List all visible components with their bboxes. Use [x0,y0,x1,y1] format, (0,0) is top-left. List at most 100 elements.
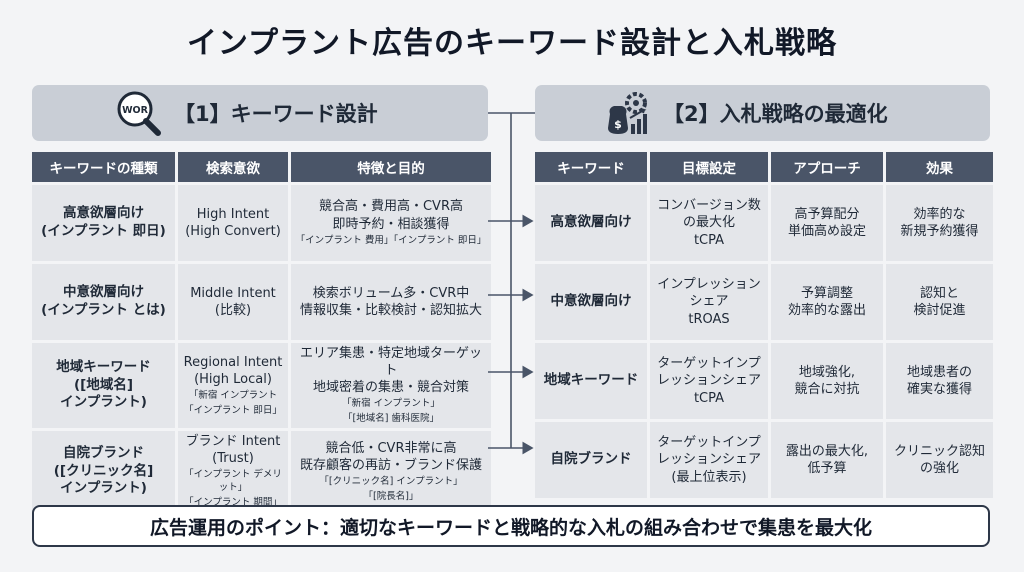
search-intent-text: Regional Intent [183,354,283,370]
effect-text: の強化 [919,461,959,476]
keyword-type-cell: 高意欲層向け(インプラント 即日) [32,185,175,261]
keyword-type-text: 中意欲層向け [63,284,144,301]
keyword-type-cell: 地域キーワード([地域名]インプラント) [32,343,175,429]
goal-text: ターゲットインプ [657,435,761,451]
feature-text: 情報収集・比較検討・認知拡大 [299,303,482,318]
effect-cell: 地域患者の確実な獲得 [886,343,993,419]
feature-text: 即時予約・相談獲得 [332,216,450,232]
search-intent-cell: ブランド Intent(Trust)「インプラント デメリット」「インプラント … [178,431,288,512]
feature-text: 競合高・費用高・CVR高 [318,199,463,215]
search-intent-cell: Middle Intent (比較) [178,264,288,340]
goal-text: tCPA [693,232,725,248]
effect-cell: 効率的な新規予約獲得 [886,185,993,261]
col-features: 特徴と目的 [291,152,491,182]
feature-text: エリア集患・特定地域ターゲット [299,346,482,379]
effect-text: クリニック認知 [893,443,985,459]
money-gear-icon: $ [601,87,653,139]
keyword-type-text: 高意欲層向け [63,205,144,222]
search-intent-text: (比較) [214,303,252,318]
keyword-design-header: WOR 【1】キーワード設計 [32,85,488,141]
keyword-type-text: ([地域名] [73,376,133,393]
example-keyword-text: 「[院長名]」 [363,490,419,502]
bid-strategy-title: 【2】入札戦略の最適化 [663,102,888,126]
goal-text: シェア [689,294,729,310]
approach-text: 地域強化, [798,364,856,380]
search-intent-cell: High Intent (High Convert) [178,185,288,261]
example-keyword-text: 「新宿 インプラント [188,389,278,401]
features-cell: 検索ボリューム多・CVR中情報収集・比較検討・認知拡大 [291,264,491,340]
effect-text: 新規予約獲得 [900,224,979,239]
strategy-keyword-text: 高意欲層向け [550,214,632,231]
feature-text: 検索ボリューム多・CVR中 [312,285,470,301]
search-intent-text: (High Convert) [185,224,281,239]
feature-text: 地域密着の集患・競合対策 [312,380,469,396]
keyword-type-text: インプラント) [60,394,147,411]
approach-text: 競合に対抗 [794,382,860,397]
col-effect: 効果 [886,152,993,182]
effect-cell: 認知と検討促進 [886,264,993,340]
svg-text:$: $ [614,118,622,131]
keyword-type-text: インプラント) [60,480,147,497]
goal-text: ターゲットインプ [657,356,761,372]
strategy-keyword-cell: 地域キーワード [535,343,647,419]
goal-text: コンバージョン数 [657,198,761,214]
effect-cell: クリニック認知の強化 [886,422,993,498]
approach-text: 高予算配分 [794,206,860,222]
goal-cell: ターゲットインプレッションシェア(最上位表示) [650,422,768,498]
strategy-keyword-text: 地域キーワード [543,372,639,389]
keyword-type-text: 自院ブランド [63,444,144,461]
strategy-keyword-cell: 中意欲層向け [535,264,647,340]
page-title: インプラント広告のキーワード設計と入札戦略 [186,26,838,61]
feature-text: 競合低・CVR非常に高 [325,440,457,456]
features-cell: 競合低・CVR非常に高既存顧客の再訪・ブランド保護「[クリニック名] インプラン… [291,431,491,512]
col-search-intent: 検索意欲 [178,152,288,182]
example-keyword-text: 「新宿 インプラント」 [342,398,440,410]
keyword-row: 自院ブランド([クリニック名]インプラント)ブランド Intent(Trust)… [32,431,491,512]
col-keyword-type: キーワードの種類 [32,152,175,182]
strategy-row: 自院ブランドターゲットインプレッションシェア(最上位表示)露出の最大化,低予算ク… [535,422,993,498]
example-keyword-text: 「[クリニック名] インプラント」 [319,475,463,487]
goal-text: の最大化 [682,215,735,231]
col-goal: 目標設定 [650,152,768,182]
goal-text: レッションシェア [656,452,761,468]
approach-text: 単価高め設定 [787,224,866,239]
approach-text: 露出の最大化, [785,443,869,459]
approach-cell: 地域強化, 競合に対抗 [771,343,883,419]
goal-text: (最上位表示) [671,469,747,485]
goal-text: インプレッション [657,277,761,293]
search-intent-cell: Regional Intent(High Local)「新宿 インプラント「イン… [178,343,288,429]
col-keyword: キーワード [535,152,647,182]
keyword-row: 中意欲層向け(インプラント とは) Middle Intent (比較) 検索ボリュー… [32,264,491,340]
search-intent-text: Middle Intent [190,285,276,301]
keyword-type-text: ([クリニック名] [53,462,154,479]
approach-cell: 露出の最大化,低予算 [771,422,883,498]
example-keyword-text: 「インプラント デメリット」 [184,469,282,494]
keyword-type-cell: 自院ブランド([クリニック名]インプラント) [32,431,175,512]
keyword-type-cell: 中意欲層向け(インプラント とは) [32,264,175,340]
keyword-type-text: (インプラント とは) [41,302,166,318]
strategy-keyword-text: 中意欲層向け [550,293,632,310]
effect-text: 確実な獲得 [906,382,972,397]
effect-text: 地域患者の [906,364,972,380]
example-keyword-text: 「インプラント 即日」 [184,404,282,416]
goal-text: レッションシェア [656,373,761,389]
effect-text: 検討促進 [913,303,966,318]
approach-text: 予算調整 [800,285,853,301]
keyword-row: 高意欲層向け(インプラント 即日) High Intent (High Conver… [32,185,491,261]
search-keyword-icon: WOR [112,87,164,139]
footer-summary: 広告運用のポイント：適切なキーワードと戦略的な入札の組み合わせで集患を最大化 [32,505,990,547]
feature-text: 既存顧客の再訪・ブランド保護 [299,457,482,473]
goal-text: tCPA [693,390,725,406]
search-intent-text: High Intent [196,206,270,222]
col-approach: アプローチ [771,152,883,182]
svg-text:WOR: WOR [122,105,149,116]
keyword-row: 地域キーワード([地域名]インプラント)Regional Intent(High… [32,343,491,429]
keyword-design-table: キーワードの種類 検索意欲 特徴と目的 高意欲層向け(インプラント 即日)Hig… [29,149,494,515]
example-keyword-text: 「[地域名] 歯科医院」 [343,413,439,425]
keyword-type-text: (インプラント 即日) [41,223,166,239]
